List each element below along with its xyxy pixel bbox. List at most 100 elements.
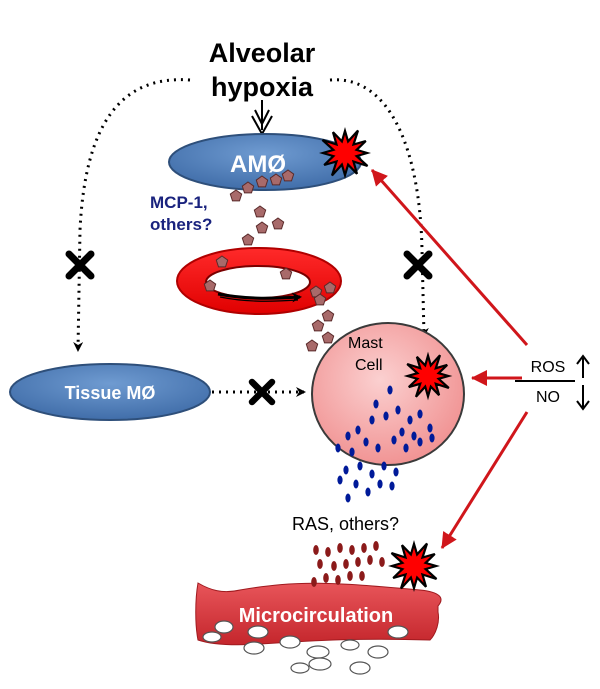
tissue-label: Tissue MØ (65, 383, 156, 403)
inhibit-cross-icon (248, 378, 276, 406)
red-arrow-to-amo (370, 169, 529, 346)
granule (357, 461, 363, 471)
red-blood-cell (247, 625, 269, 639)
granule (343, 559, 349, 569)
granule (335, 575, 341, 585)
red-blood-cell (308, 657, 332, 671)
red-blood-cell (367, 645, 389, 659)
chemokine-particle (311, 319, 325, 332)
granule (313, 545, 319, 555)
granule (335, 443, 341, 453)
red-blood-cell (349, 661, 371, 675)
no-label: NO (536, 389, 560, 406)
chemokine-particle (321, 331, 335, 344)
chemokine-particle (321, 309, 335, 322)
granule (411, 431, 417, 441)
chemokine-particle (313, 293, 327, 306)
title-line-2: hypoxia (211, 72, 314, 102)
granule (427, 423, 433, 433)
chemokine-particle (203, 279, 217, 292)
granule (345, 493, 351, 503)
granule (381, 461, 387, 471)
inhibit-cross-icon (65, 250, 95, 280)
granule (317, 559, 323, 569)
granule (417, 409, 423, 419)
red-blood-cell (340, 639, 360, 651)
dotted-path-right (329, 78, 429, 338)
granule (343, 465, 349, 475)
chemokine-particle (241, 181, 255, 194)
granule (365, 487, 371, 497)
granule (395, 405, 401, 415)
chemokine-particle (253, 205, 267, 218)
granule (353, 479, 359, 489)
chemokine-particle (241, 233, 255, 246)
granule (331, 561, 337, 571)
up-arrow-icon (576, 354, 590, 378)
granule (373, 399, 379, 409)
granule (337, 543, 343, 553)
chemokine-particle (281, 169, 295, 182)
chemokine-particle (255, 221, 269, 234)
granule (311, 577, 317, 587)
mcp-label-line-2: others? (150, 215, 212, 234)
granule (337, 475, 343, 485)
red-blood-cell (387, 625, 409, 639)
granule (377, 479, 383, 489)
chemokine-particle (305, 339, 319, 352)
inhibit-cross-icon (403, 250, 433, 280)
granule (403, 443, 409, 453)
granule (375, 443, 381, 453)
mast-label-line-2: Cell (355, 357, 383, 374)
mcp-label-line-1: MCP-1, (150, 193, 208, 212)
red-blood-cell (214, 620, 234, 634)
burst-icon (388, 540, 440, 592)
granule (387, 385, 393, 395)
tissue-macrophage (9, 363, 211, 421)
granule (361, 543, 367, 553)
red-blood-cell (290, 662, 310, 674)
burst-icon (319, 127, 371, 179)
granule (369, 469, 375, 479)
granule (367, 555, 373, 565)
granule (379, 557, 385, 567)
chemokine-particle (215, 255, 229, 268)
mast-cell (311, 322, 465, 466)
red-blood-cell (306, 645, 330, 659)
granule (349, 447, 355, 457)
red-blood-cell (202, 631, 222, 643)
granule (347, 571, 353, 581)
granule (325, 547, 331, 557)
mast-label-line-1: Mast (348, 335, 383, 352)
burst-icon (403, 351, 453, 401)
granule (383, 411, 389, 421)
granule (349, 545, 355, 555)
granule (391, 435, 397, 445)
chemokine-particle (279, 267, 293, 280)
ros-no-indicator: ROS NO (515, 354, 590, 411)
granule (359, 571, 365, 581)
ras-label: RAS, others? (292, 514, 399, 534)
micro-label: Microcirculation (239, 605, 393, 627)
granule (399, 427, 405, 437)
chemokine-particle (269, 173, 283, 186)
granule (389, 481, 395, 491)
ros-label: ROS (531, 359, 566, 376)
granule (429, 433, 435, 443)
title-line-1: Alveolar (209, 38, 316, 68)
chemokine-particle (255, 175, 269, 188)
granule (369, 415, 375, 425)
granule (323, 573, 329, 583)
dotted-path-left (73, 78, 191, 352)
amo-label: AMØ (230, 151, 286, 178)
granule (373, 541, 379, 551)
chemokine-particle (229, 189, 243, 202)
granule (345, 431, 351, 441)
hypoxia-to-amo-arrow (251, 100, 273, 137)
red-arrow-to-micro (440, 411, 529, 549)
granule (355, 557, 361, 567)
granule (363, 437, 369, 447)
granule (407, 415, 413, 425)
red-blood-cell (243, 641, 265, 655)
chemokine-particle (271, 217, 285, 230)
